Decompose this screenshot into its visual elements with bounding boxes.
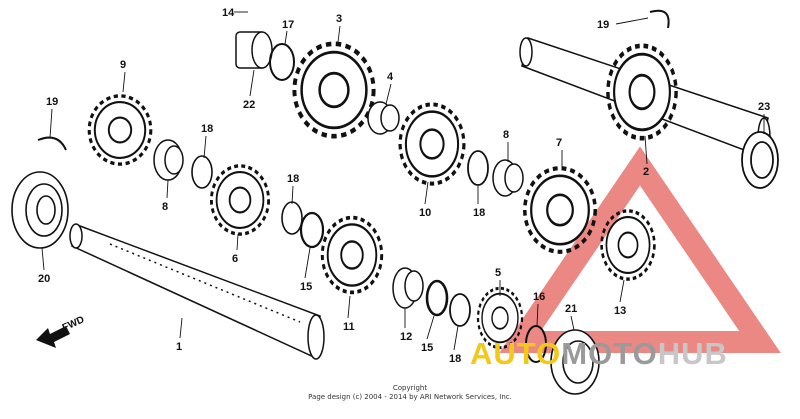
callout-20: 20 <box>38 273 50 285</box>
callout-4: 4 <box>387 71 394 83</box>
circlip-18-c <box>449 293 471 327</box>
watermark-logo: AUTOMOTOHUB <box>470 336 728 371</box>
callout-23: 23 <box>758 101 770 113</box>
leader-lines <box>41 11 765 351</box>
callout-6: 6 <box>232 253 238 265</box>
gear-10 <box>398 102 466 186</box>
callout-8-upper: 8 <box>162 201 168 213</box>
bearing-20 <box>11 171 69 249</box>
gear-7 <box>525 168 595 252</box>
bushing-8-lower <box>492 159 524 197</box>
callout-18-mid: 18 <box>287 173 299 185</box>
oil-seal-23 <box>741 131 779 189</box>
callout-18-bottom: 18 <box>449 353 461 365</box>
gear-6 <box>209 164 271 236</box>
callout-17: 17 <box>282 19 294 31</box>
callout-13: 13 <box>614 305 626 317</box>
main-shaft <box>69 223 325 360</box>
circlip-18-a <box>191 155 213 189</box>
copyright-line-2: Page design (c) 2004 - 2014 by ARI Netwo… <box>308 393 512 401</box>
fwd-label: FWD <box>61 314 86 333</box>
callout-16: 16 <box>533 291 545 303</box>
circlip-19-right <box>649 9 670 29</box>
callout-9: 9 <box>120 59 126 71</box>
copyright-line-1: Copyright <box>392 384 428 392</box>
gear-9 <box>87 94 153 166</box>
circlip-19-left <box>37 136 67 151</box>
callout-1: 1 <box>176 341 182 353</box>
callout-18-upper: 18 <box>201 123 213 135</box>
washer-15-a <box>299 211 325 249</box>
copyright-notice: Copyright Page design (c) 2004 - 2014 by… <box>300 384 520 402</box>
callout-5: 5 <box>495 267 501 279</box>
callout-7: 7 <box>556 137 562 149</box>
callout-10: 10 <box>419 207 431 219</box>
callout-19-left: 19 <box>46 96 58 108</box>
callout-12: 12 <box>400 331 412 343</box>
fwd-arrow-icon: FWD <box>36 314 86 348</box>
washer-16 <box>525 325 547 363</box>
gear-11 <box>320 215 384 295</box>
gear-3 <box>294 44 373 136</box>
circlip-18-d <box>467 150 489 186</box>
callout-15-a: 15 <box>300 281 312 293</box>
bushing-4 <box>367 101 400 135</box>
washer-17 <box>269 43 295 81</box>
watermark-triangle <box>499 146 781 353</box>
callout-15-b: 15 <box>421 342 433 354</box>
callout-21: 21 <box>565 303 577 315</box>
callout-11: 11 <box>343 321 355 333</box>
callout-3: 3 <box>336 13 342 25</box>
callout-2: 2 <box>643 166 649 178</box>
bushing-8-upper <box>153 139 184 181</box>
bushing-12 <box>392 267 424 309</box>
circlip-18-b <box>281 201 303 235</box>
callout-8-lower: 8 <box>503 129 509 141</box>
bearing-21 <box>550 329 600 395</box>
bushing-22 <box>235 31 273 69</box>
counter-shaft-gear <box>608 46 676 138</box>
callout-19-right: 19 <box>597 19 609 31</box>
washer-15-b <box>425 279 449 317</box>
callout-14: 14 <box>222 7 235 19</box>
callout-18-lower: 18 <box>473 207 485 219</box>
callout-22: 22 <box>243 99 255 111</box>
